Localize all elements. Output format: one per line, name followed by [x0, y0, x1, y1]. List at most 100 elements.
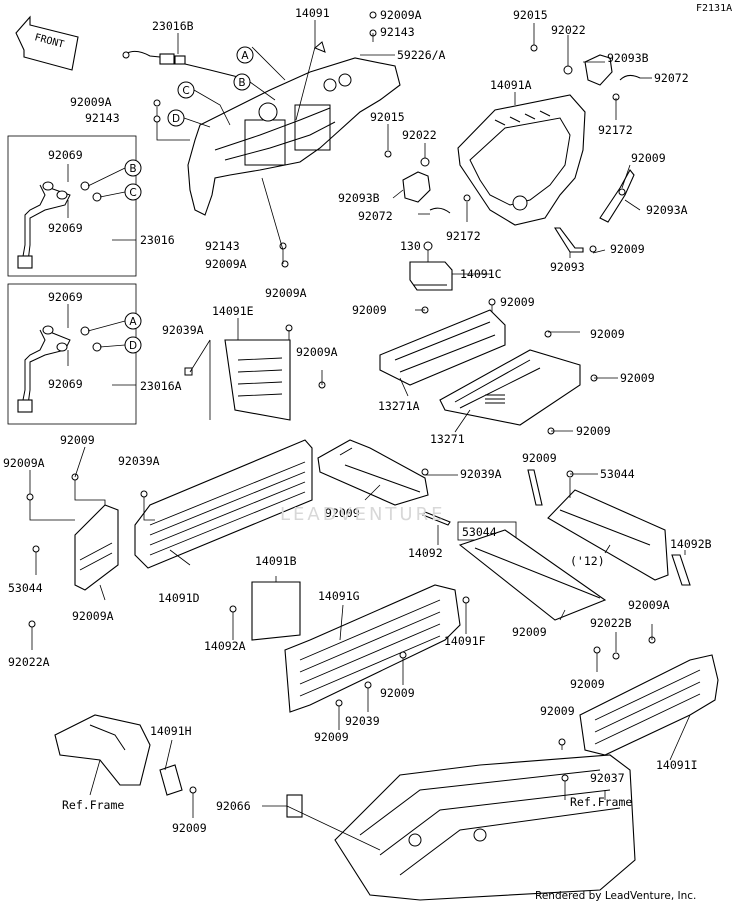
label-92093b-mid: 92093B [338, 191, 380, 205]
label-92009a-b: 92039A [118, 454, 160, 468]
label-14091b: 14091D [158, 591, 200, 605]
label-13271a: 13271A [378, 399, 420, 413]
label-92022-mid: 92022 [402, 128, 437, 142]
callout-d-left: D [124, 336, 142, 354]
panel-14091d [74, 504, 119, 591]
callout-a-left: A [124, 312, 142, 330]
label-92022a: 92022B [590, 616, 632, 630]
label-92039a-3: 92009A [3, 456, 45, 470]
svg-text:B: B [129, 163, 136, 175]
label-92009-r2: 92009 [500, 295, 535, 309]
panel-14091b [134, 439, 313, 569]
hardware-fasteners [26, 11, 656, 794]
callout-a-top: A [236, 46, 254, 64]
label-12-variant: 53044 [462, 525, 497, 539]
label-92009-m2: 53044 [600, 467, 635, 481]
panel-14091e [184, 339, 291, 421]
credit-text: Rendered by LeadVenture, Inc. [535, 890, 696, 902]
cover-14092b [547, 489, 669, 581]
label-92009-f1: 14091F [444, 634, 486, 648]
label-92093: 92093 [550, 260, 585, 274]
label-92009a-top: 92009A [380, 8, 422, 22]
label-92009a-left: 92009A [70, 95, 112, 109]
label-14091f: 14091G [318, 589, 360, 603]
label-92093a: 92093A [646, 203, 688, 217]
floor-plate-13271 [439, 349, 581, 426]
harness-23016-box [7, 135, 137, 277]
label-92009-h: 92009 [172, 821, 207, 835]
label-92172-mid: 92172 [446, 229, 481, 243]
label-92039a-1: 92039A [162, 323, 204, 337]
label-92037: 92037 [590, 771, 625, 785]
label-92069-c: 92069 [48, 290, 83, 304]
side-panel-14091i [579, 654, 719, 756]
label-14091: 14091 [295, 6, 330, 20]
label-92009-l1: 92009 [352, 303, 387, 317]
label-92072-mid: 92072 [358, 209, 393, 223]
harness-23016a-box [7, 283, 137, 425]
bracket-14091h [54, 714, 183, 796]
label-92009-r5: 92009 [576, 424, 611, 438]
label-23016a: 23016A [140, 379, 182, 393]
label-14091a: 14091A [490, 78, 532, 92]
bracket-92093 [554, 227, 584, 253]
harness-23016 [17, 181, 102, 269]
cover-14092 [317, 439, 429, 506]
lid-14091c [409, 261, 453, 291]
floor-plate-13271a [379, 309, 506, 386]
callout-d-top: D [167, 109, 185, 127]
label-23016: 23016 [140, 233, 175, 247]
label-ref-frame-right: Ref.Frame [570, 795, 632, 809]
label-92072-top: 92072 [654, 71, 689, 85]
svg-text:C: C [182, 85, 189, 97]
label-ref-frame-left: Ref.Frame [62, 798, 124, 812]
label-92069-a: 92069 [48, 148, 83, 162]
leader-lines [29, 20, 691, 851]
label-92009-r3: 92009 [590, 327, 625, 341]
label-14092: 92009 [325, 506, 360, 520]
tray-14091a [457, 94, 586, 226]
label-92039a-2: 92009 [60, 433, 95, 447]
svg-text:C: C [129, 187, 136, 199]
watermark: LEADVENTURE [280, 504, 445, 525]
svg-text:A: A [129, 316, 137, 328]
bracket-92093a [599, 169, 635, 223]
callout-c-top: C [177, 81, 195, 99]
label-92009a-mid: 92009A [205, 257, 247, 271]
label-92093b-top: 92093B [607, 51, 649, 65]
svg-text:D: D [129, 340, 137, 352]
label-92009-i1: 92009A [628, 598, 670, 612]
label-92015-mid: 92015 [370, 110, 405, 124]
ref-frame [286, 754, 636, 901]
label-14091h: 14091H [150, 724, 192, 738]
label-23016b: 23016B [152, 19, 194, 33]
front-arrow-icon: FRONT [15, 15, 79, 71]
svg-text:B: B [238, 77, 245, 89]
rear-panel-14091 [187, 41, 401, 216]
label-59226a: 59226/A [397, 48, 446, 62]
label-13271: 13271 [430, 432, 465, 446]
callout-b-left: B [124, 159, 142, 177]
label-53044-b: 14092 [408, 546, 443, 560]
label-14091c: 14091C [460, 267, 502, 281]
cover-14092a [457, 521, 607, 621]
label-130: 130 [400, 239, 421, 253]
callout-c-left: C [124, 183, 142, 201]
label-92009-f3: 92009 [314, 730, 349, 744]
harness-23016a [17, 325, 102, 413]
svg-text:D: D [172, 113, 180, 125]
rod-53044-mid [422, 511, 451, 526]
label-92009-m1: 92039A [460, 467, 502, 481]
label-92143-mid: 92143 [205, 239, 240, 253]
rod-53044-right [671, 554, 691, 586]
label-92009-r4: 92009 [620, 371, 655, 385]
label-92009a-e2: 92009A [296, 345, 338, 359]
label-92143-top: 92143 [380, 25, 415, 39]
rod-53044-top [527, 469, 543, 506]
label-92039: 92039 [345, 714, 380, 728]
label-92009a-d2: 92022A [8, 655, 50, 669]
label-14092a: 92009 [512, 625, 547, 639]
plate-14091g [229, 581, 301, 641]
part-labels: 23016B 14091 92009A 92143 59226/A 92015 … [3, 6, 712, 835]
